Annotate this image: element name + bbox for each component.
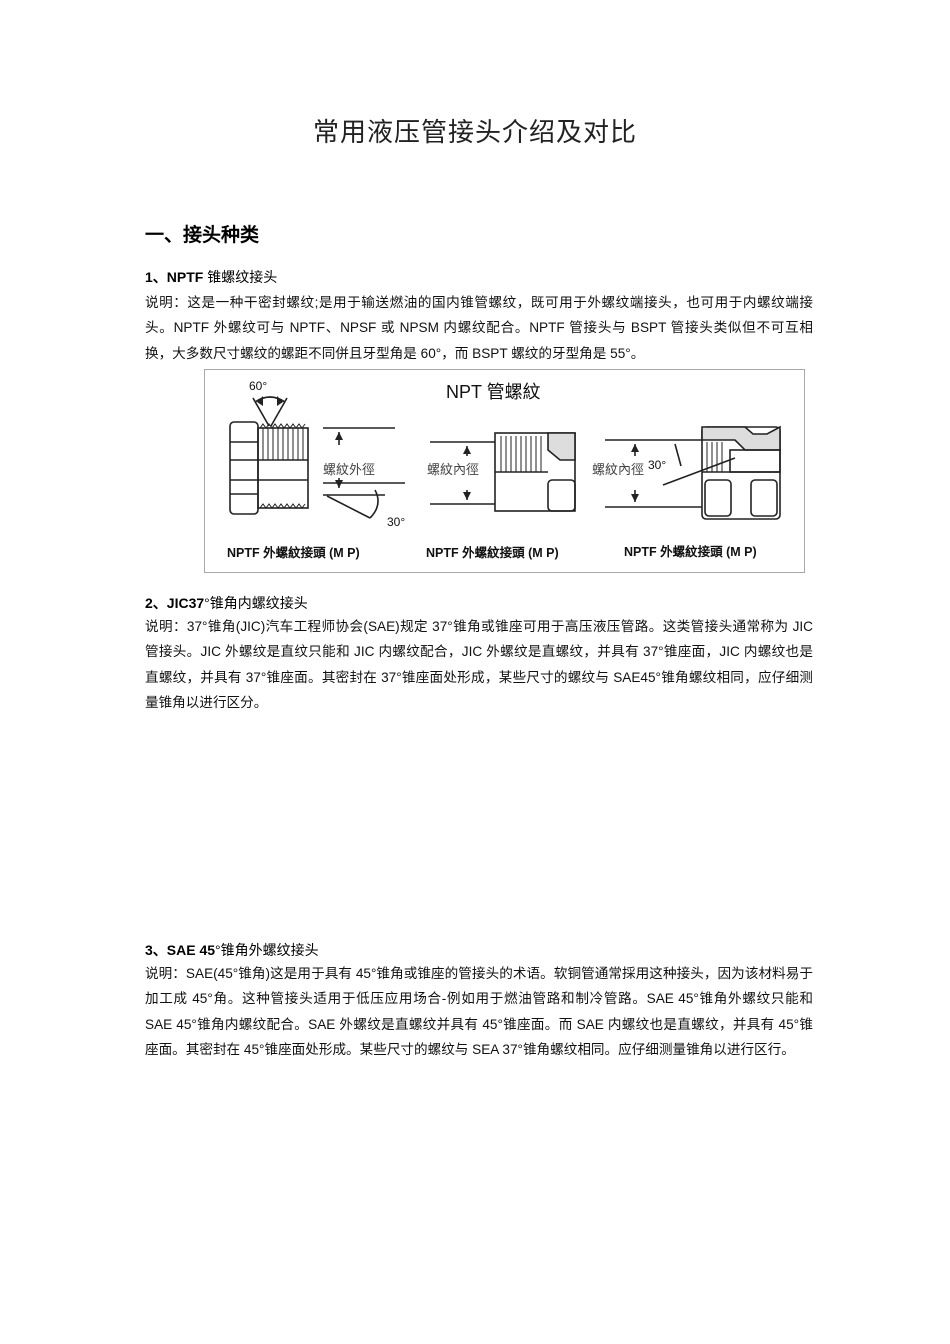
item-number: 2、 (145, 595, 167, 611)
item-name-rest: °锥角内螺纹接头 (204, 595, 308, 611)
document-title: 常用液压管接头介绍及对比 (312, 118, 637, 148)
item-name-rest: 锥螺纹接头 (203, 269, 278, 285)
item-number: 3、 (145, 942, 167, 958)
label-inner-diameter-mid: 螺紋內徑 (427, 462, 479, 477)
label-outer-diameter: 螺紋外徑 (323, 462, 375, 477)
diagram-title: NPT 管螺紋 (446, 382, 541, 402)
item-heading-nptf: 1、NPTF 锥螺纹接头 (145, 267, 277, 287)
item-paragraph-jic37: 说明：37°锥角(JIC)汽车工程师协会(SAE)规定 37°锥角或锥座可用于高… (145, 619, 813, 710)
item-number: 1、 (145, 269, 167, 285)
caption-right: NPTF 外螺紋接頭 (M P) (624, 544, 757, 559)
item-paragraph-sae45: 说明：SAE(45°锥角)这是用于具有 45°锥角或锥座的管接头的术语。软铜管通… (145, 966, 813, 1057)
item-name-bold: JIC37 (166, 595, 205, 611)
section-heading: 一、接头种类 (145, 224, 260, 246)
caption-middle: NPTF 外螺紋接頭 (M P) (426, 545, 559, 560)
item-paragraph-nptf: 说明：这是一种干密封螺纹;是用于输送燃油的国内锥管螺纹，既可用于外螺纹端接头，也… (145, 295, 813, 361)
npt-thread-diagram: 60° NPT 管螺紋 螺紋外徑 30° 螺紋內徑 螺紋內徑 30° NPTF … (204, 369, 805, 573)
item-name-bold: SAE 45 (166, 942, 216, 958)
item-name-bold: NPTF (166, 269, 204, 285)
item-heading-sae45: 3、SAE 45°锥角外螺纹接头 (145, 940, 319, 960)
angle-label-60: 60° (249, 379, 267, 393)
item-heading-jic37: 2、JIC37°锥角内螺纹接头 (145, 593, 308, 613)
item-name-rest: °锥角外螺纹接头 (215, 942, 319, 958)
angle-label-30-left: 30° (387, 515, 405, 529)
angle-label-30-right: 30° (648, 458, 666, 472)
npt-diagram-drawing: 60° NPT 管螺紋 螺紋外徑 30° 螺紋內徑 螺紋內徑 30° NPTF … (227, 379, 781, 560)
caption-left: NPTF 外螺紋接頭 (M P) (227, 545, 360, 560)
label-inner-diameter-right: 螺紋內徑 (592, 462, 644, 477)
